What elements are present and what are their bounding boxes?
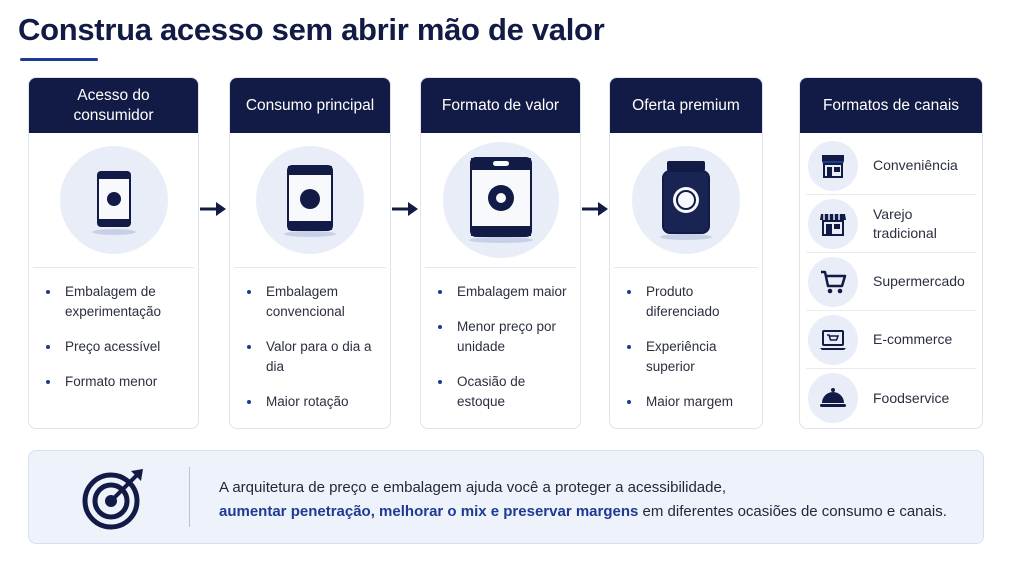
stage-bullet: Embalagem de experimentação (43, 282, 190, 322)
channel-label: Conveniência (873, 157, 958, 173)
standard-pouch-icon (256, 146, 364, 254)
arrow-right-icon (392, 202, 418, 216)
channels-header: Formatos de canais (800, 78, 982, 133)
stage-card-value-format: Formato de valor Embalagem maior Menor p… (420, 77, 581, 429)
storefront-awning-icon (808, 198, 858, 249)
channel-item-foodservice: Foodservice (806, 369, 976, 427)
stage-bullet: Produto diferenciado (624, 282, 754, 322)
arrow-right-icon (200, 202, 226, 216)
banner-line-2: aumentar penetração, melhorar o mix e pr… (219, 500, 947, 524)
channel-label: Foodservice (873, 389, 950, 406)
stage-bullet: Ocasião de estoque (435, 372, 572, 412)
target-arrow-icon (82, 469, 143, 530)
premium-jar-icon (632, 146, 740, 254)
channel-label: Varejo tradicional (873, 205, 937, 241)
stage-bullet: Formato menor (43, 372, 190, 392)
stage-bullet: Preço acessível (43, 337, 190, 357)
banner-highlight: aumentar penetração, melhorar o mix e pr… (219, 503, 639, 520)
stage-bullet: Embalagem convencional (244, 282, 382, 322)
stage-bullet: Embalagem maior (435, 282, 572, 302)
channel-item-traditional-retail: Varejo tradicional (806, 195, 976, 253)
channel-item-convenience: Conveniência (806, 137, 976, 195)
channel-item-ecommerce: E-commerce (806, 311, 976, 369)
cloche-icon (808, 373, 858, 423)
stage-bullet: Maior rotação (244, 392, 382, 412)
stage-bullet: Valor para o dia a dia (244, 337, 382, 377)
channel-label: E-commerce (873, 331, 953, 347)
title-underline (20, 58, 98, 61)
convenience-store-icon (808, 140, 858, 191)
arrow-right-icon (582, 202, 608, 216)
stage-card-premium-offer: Oferta premium Produto diferenciado Expe… (609, 77, 763, 429)
stage-card-core-consumption: Consumo principal Embalagem convencional… (229, 77, 391, 429)
stage-card-consumer-access: Acesso do consumidor Embalagem de experi… (28, 77, 199, 429)
banner-divider (189, 467, 190, 527)
stage-header: Oferta premium (610, 78, 762, 133)
page-title: Construa acesso sem abrir mão de valor (18, 12, 605, 47)
stage-bullet: Experiência superior (624, 337, 754, 377)
laptop-cart-icon (808, 314, 858, 365)
banner-text: A arquitetura de preço e embalagem ajuda… (219, 476, 947, 524)
banner-line-1: A arquitetura de preço e embalagem ajuda… (219, 479, 726, 496)
stage-header: Consumo principal (230, 78, 390, 133)
small-sachet-icon (59, 146, 168, 254)
summary-banner: A arquitetura de preço e embalagem ajuda… (28, 450, 984, 544)
banner-line-2-rest: em diferentes ocasiões de consumo e cana… (638, 503, 947, 520)
shopping-cart-icon (808, 256, 858, 307)
channel-formats-card: Formatos de canais Conveniência (799, 77, 983, 429)
large-bag-icon (442, 142, 559, 258)
stage-header: Formato de valor (421, 78, 580, 133)
stage-header: Acesso do consumidor (29, 78, 198, 133)
stage-bullet: Menor preço por unidade (435, 317, 572, 357)
channel-item-supermarket: Supermercado (806, 253, 976, 311)
channel-label: Supermercado (873, 273, 965, 289)
stage-bullet: Maior margem (624, 392, 754, 412)
